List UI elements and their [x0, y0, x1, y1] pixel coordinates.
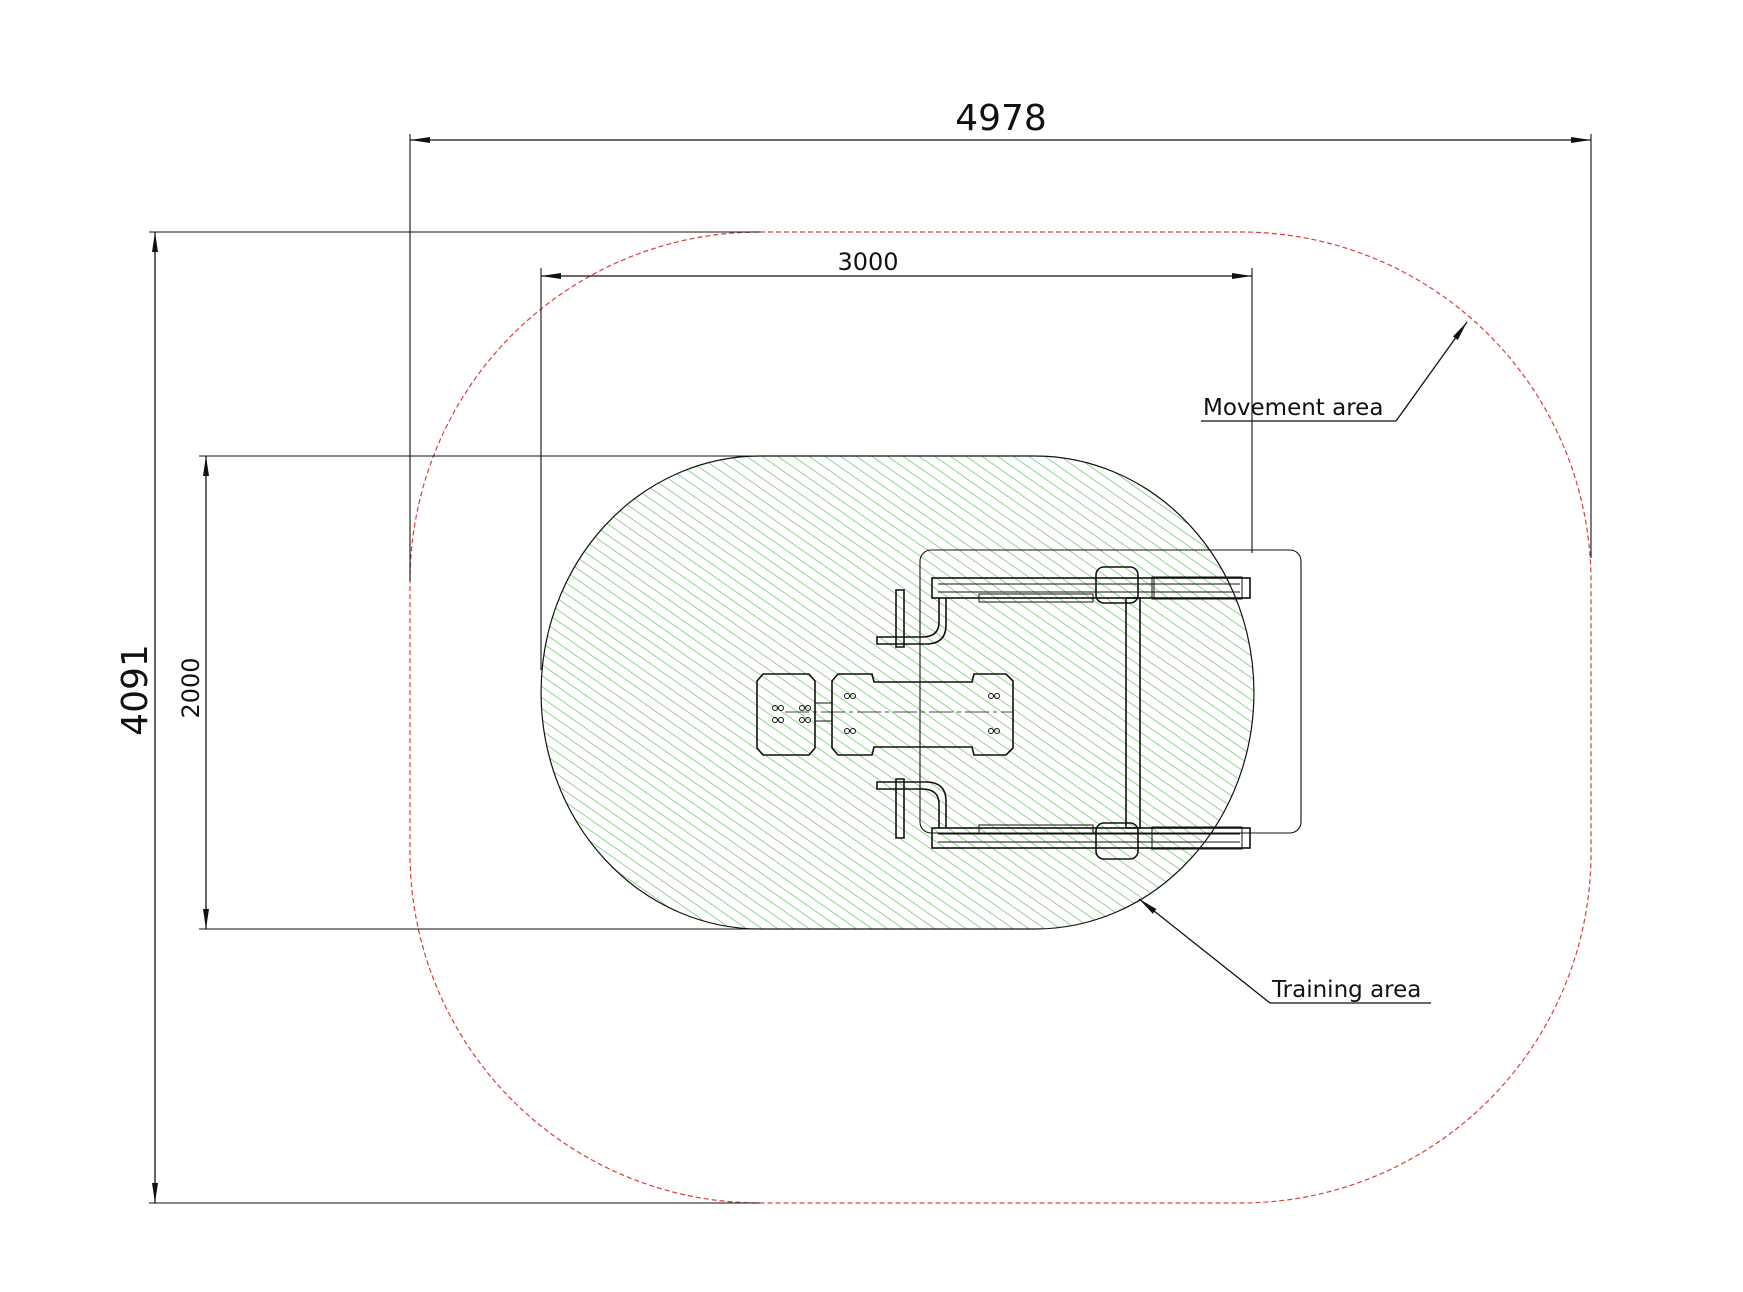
dimension-overall-depth: 4091: [115, 232, 158, 1203]
dimension-training-depth-value: 2000: [177, 657, 205, 718]
training-area-label: Training area: [1271, 977, 1421, 1003]
handle-bottom: [876, 778, 947, 839]
dimension-overall-depth-value: 4091: [115, 644, 156, 736]
handle-top: [876, 589, 947, 648]
dimension-overall-width: 4978: [410, 98, 1591, 143]
bolts: [772, 693, 1000, 734]
dimension-equipment-width-value: 3000: [837, 248, 898, 276]
fitness-equipment: [756, 549, 1302, 860]
equipment-footprint: [919, 549, 1302, 834]
bottom-rail: [931, 822, 1251, 860]
cross-bar: [1125, 597, 1141, 829]
training-area-callout: Training area: [1138, 898, 1431, 1004]
movement-area-callout: Movement area: [1201, 321, 1468, 422]
rear-pad: [756, 673, 816, 756]
movement-area-outline: [409, 231, 1592, 1204]
movement-area-label: Movement area: [1203, 395, 1383, 421]
dimension-training-depth: 2000: [177, 456, 209, 929]
top-rail: [931, 566, 1251, 604]
dimension-equipment-width: 3000: [541, 248, 1252, 279]
dimension-overall-width-value: 4978: [955, 98, 1047, 139]
bench-seat: [831, 673, 1014, 756]
extension-lines: [149, 134, 1592, 1204]
training-area: [540, 455, 1255, 930]
